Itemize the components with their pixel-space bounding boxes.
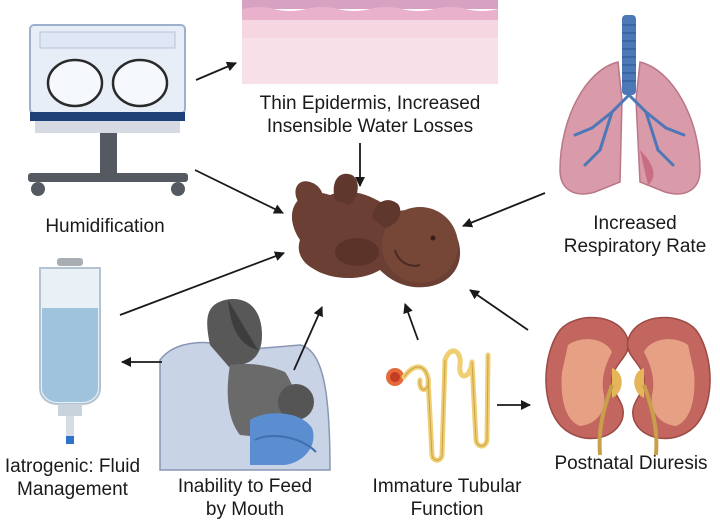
label-diuresis-text: Postnatal Diuresis (554, 453, 708, 474)
label-tubular-line-2: Function (410, 499, 484, 520)
label-epidermis: Thin Epidermis, Increased Insensible Wat… (240, 92, 500, 138)
nephron-icon (386, 348, 491, 463)
label-feed: Inability to Feed by Mouth (165, 475, 325, 521)
label-respiratory: Increased Respiratory Rate (555, 212, 715, 258)
label-respiratory-line-1: Increased (593, 213, 677, 234)
label-tubular-line-1: Immature Tubular (372, 476, 522, 497)
skin-layer-icon (242, 0, 498, 84)
arrow-lungs-to-infant (462, 192, 546, 228)
kidneys-icon (545, 316, 711, 456)
label-feed-line-1: Inability to Feed (177, 476, 313, 497)
label-iatrogenic-line-2: Management (17, 479, 128, 500)
arrows (119, 61, 546, 410)
arrow-incubator-to-infant (194, 169, 284, 214)
arrow-mother-to-infant (293, 306, 323, 371)
label-epidermis-line-1: Thin Epidermis, Increased (259, 93, 481, 114)
label-respiratory-line-2: Respiratory Rate (563, 236, 707, 257)
label-humidification: Humidification (30, 215, 180, 238)
label-tubular: Immature Tubular Function (362, 475, 532, 521)
arrow-kidneys-to-infant (469, 289, 529, 331)
arrow-nephron-to-infant (403, 303, 419, 341)
arrow-iv-to-infant (119, 251, 285, 316)
iv-bag-icon (39, 258, 101, 444)
label-humidification-text: Humidification (45, 216, 165, 237)
label-diuresis: Postnatal Diuresis (545, 452, 717, 475)
lungs-icon (559, 15, 701, 195)
label-feed-line-2: by Mouth (205, 499, 285, 520)
incubator-icon (28, 24, 188, 196)
arrow-incubator-to-skin (195, 61, 237, 81)
infant-icon (291, 173, 461, 288)
breastfeeding-icon (159, 299, 331, 471)
label-epidermis-line-2: Insensible Water Losses (266, 116, 474, 137)
label-iatrogenic-line-1: Iatrogenic: Fluid (4, 456, 141, 477)
label-iatrogenic: Iatrogenic: Fluid Management (0, 455, 145, 501)
